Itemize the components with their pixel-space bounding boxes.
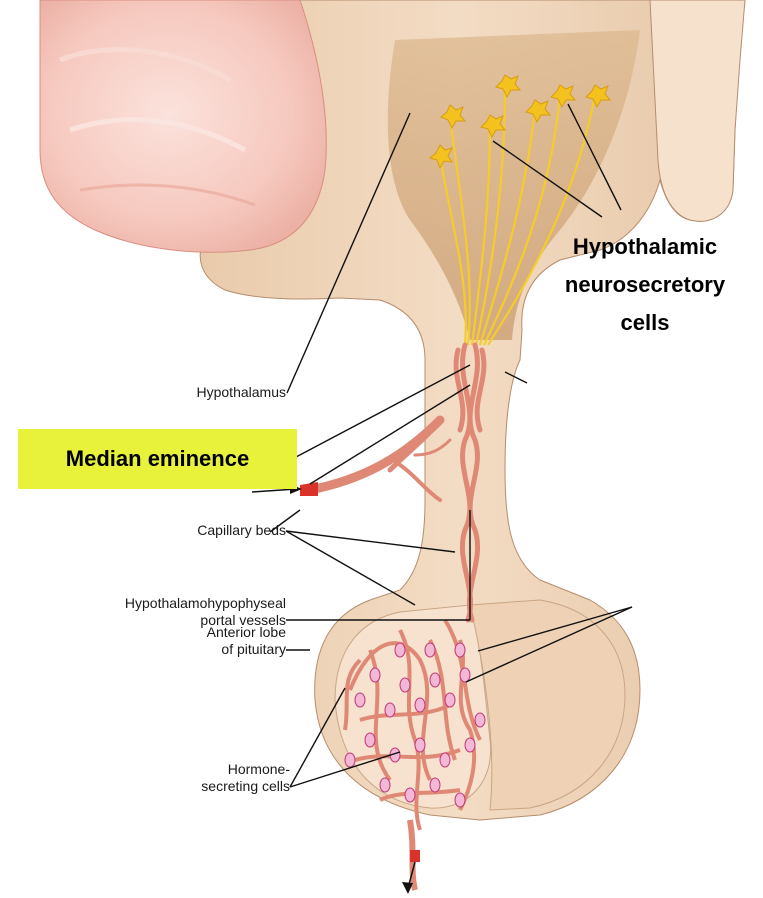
capillary-beds-label: Capillary beds: [100, 522, 286, 539]
hormone-cells-label-line1: Hormone-: [100, 761, 290, 778]
hormone-cells-label-line2: secreting cells: [100, 778, 290, 795]
hypothalamus-label: Hypothalamus: [100, 384, 286, 401]
right-lobe: [650, 0, 745, 221]
anterior-lobe-label-line1: Anterior lobe: [100, 624, 286, 641]
artery-end: [300, 482, 318, 496]
portal-vessels-label-line1: Hypothalamohypophyseal: [60, 595, 286, 612]
neurosecretory-label-line3: cells: [540, 306, 750, 340]
anterior-lobe-label-line2: of pituitary: [100, 641, 286, 658]
neurosecretory-label-line1: Hypothalamic: [540, 230, 750, 264]
neurosecretory-label-line2: neurosecretory: [540, 268, 750, 302]
median-eminence-label: Median eminence: [18, 442, 297, 476]
